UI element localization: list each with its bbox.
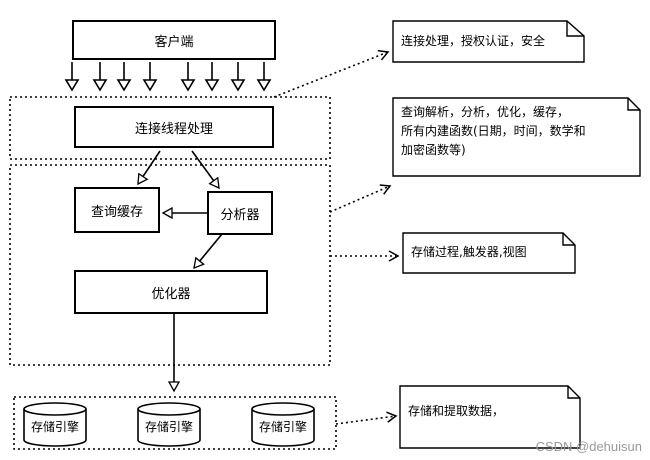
watermark: CSDN @dehuisun bbox=[535, 439, 642, 454]
arrow-analyzer-to-optimizer bbox=[194, 233, 223, 268]
note-storage: 存储和提取数据， bbox=[408, 404, 505, 418]
note-parsing-line2: 所有内建函数(日期，时间，数学和 bbox=[401, 124, 586, 138]
connection-layer-region bbox=[9, 96, 331, 160]
analyzer-box: 分析器 bbox=[207, 191, 273, 235]
storage-layer-region bbox=[13, 396, 337, 450]
connection-thread-box: 连接线程处理 bbox=[74, 106, 274, 148]
note-procedures: 存储过程,触发器,视图 bbox=[411, 245, 527, 259]
service-layer-region bbox=[9, 164, 331, 366]
storage-engine-label-3: 存储引擎 bbox=[258, 420, 307, 434]
client-box: 客户端 bbox=[72, 20, 276, 60]
note-parsing: 查询解析，分析，优化，缓存， 所有内建函数(日期，时间，数学和 加密函数等) bbox=[393, 98, 640, 176]
storage-engine-label-2: 存储引擎 bbox=[144, 420, 193, 434]
query-cache-box: 查询缓存 bbox=[74, 187, 160, 233]
note-parsing-line3: 加密函数等) bbox=[401, 143, 466, 157]
connector-parse-note bbox=[329, 184, 392, 213]
storage-engine-label-1: 存储引擎 bbox=[30, 420, 79, 434]
note-connection: 连接处理，授权认证，安全 bbox=[401, 34, 546, 48]
arrow-connection-to-cache bbox=[138, 150, 161, 184]
arrow-connection-to-analyzer bbox=[191, 150, 219, 188]
note-parsing-line1: 查询解析，分析，优化，缓存， bbox=[401, 105, 570, 119]
client-request-arrows bbox=[64, 62, 272, 92]
connector-connection-note bbox=[273, 49, 390, 98]
note-shapes bbox=[392, 20, 641, 449]
storage-engine-cylinders bbox=[23, 402, 315, 447]
optimizer-box: 优化器 bbox=[74, 270, 268, 314]
connector-storage-note bbox=[335, 411, 398, 425]
